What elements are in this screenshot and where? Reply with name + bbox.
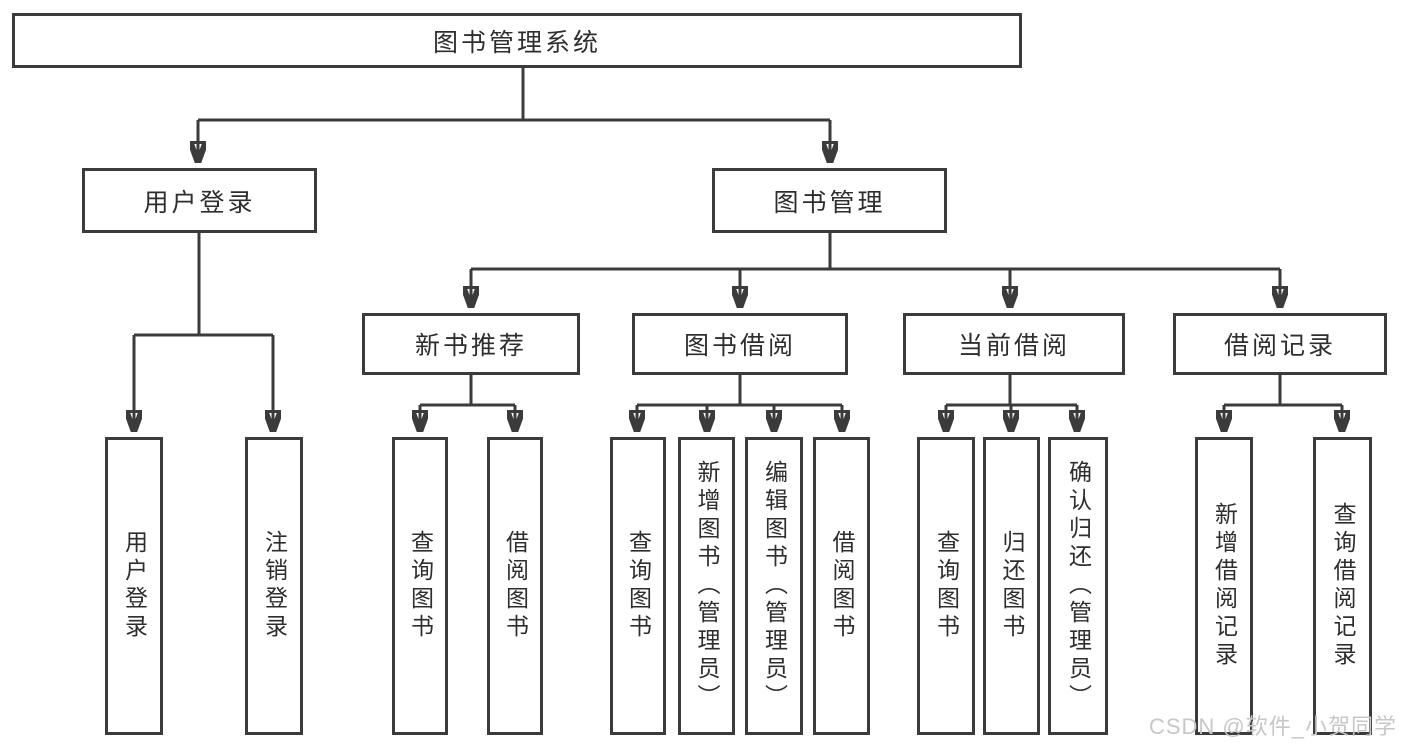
leaf-query-book-1: 查询图书 [392,437,448,735]
leaf-query-book-3-label: 查询图书 [933,530,960,642]
node-user-login-label: 用户登录 [143,188,256,217]
leaf-borrow-book-1: 借阅图书 [487,437,543,735]
node-book-management: 图书管理 [712,168,947,233]
node-current-borrow: 当前借阅 [903,313,1125,375]
leaf-logout: 注销登录 [245,437,303,735]
leaf-user-login: 用户登录 [105,437,163,735]
node-user-login: 用户登录 [82,168,317,233]
leaf-edit-book: 编辑图书（管理员） [745,437,803,735]
leaf-query-book-2-label: 查询图书 [625,530,652,642]
node-current-borrow-label: 当前借阅 [957,332,1070,360]
node-new-book-recommend: 新书推荐 [362,313,580,375]
leaf-query-book-3: 查询图书 [917,437,975,735]
csdn-watermark: CSDN @软件_小贺同学 [1148,714,1397,739]
leaf-add-book-label: 新增图书（管理员） [694,460,720,712]
leaf-confirm-return: 确认归还（管理员） [1048,437,1108,735]
node-borrow-records-label: 借阅记录 [1223,332,1336,360]
node-book-management-label: 图书管理 [773,188,886,217]
leaf-return-book: 归还图书 [983,437,1040,735]
leaf-query-borrow-record: 查询借阅记录 [1313,437,1372,735]
leaf-return-book-label: 归还图书 [999,530,1025,642]
node-book-borrow-label: 图书借阅 [683,332,796,360]
leaf-query-book-1-label: 查询图书 [407,530,434,642]
leaf-query-borrow-record-label: 查询借阅记录 [1330,502,1356,670]
node-root-label: 图书管理系统 [432,28,601,57]
node-borrow-records: 借阅记录 [1173,313,1387,375]
leaf-query-book-2: 查询图书 [610,437,666,735]
leaf-logout-label: 注销登录 [261,530,288,642]
node-root: 图书管理系统 [12,13,1022,68]
leaf-borrow-book-2-label: 借阅图书 [829,530,855,642]
leaf-add-book: 新增图书（管理员） [678,437,735,735]
leaf-borrow-book-1-label: 借阅图书 [502,530,529,642]
leaf-edit-book-label: 编辑图书（管理员） [761,460,788,712]
leaf-user-login-label: 用户登录 [121,530,148,642]
node-book-borrow: 图书借阅 [632,313,848,375]
node-new-book-recommend-label: 新书推荐 [414,332,527,360]
leaf-borrow-book-2: 借阅图书 [813,437,870,735]
leaf-add-borrow-record-label: 新增借阅记录 [1211,502,1238,670]
leaf-add-borrow-record: 新增借阅记录 [1195,437,1253,735]
leaf-confirm-return-label: 确认归还（管理员） [1065,460,1092,712]
